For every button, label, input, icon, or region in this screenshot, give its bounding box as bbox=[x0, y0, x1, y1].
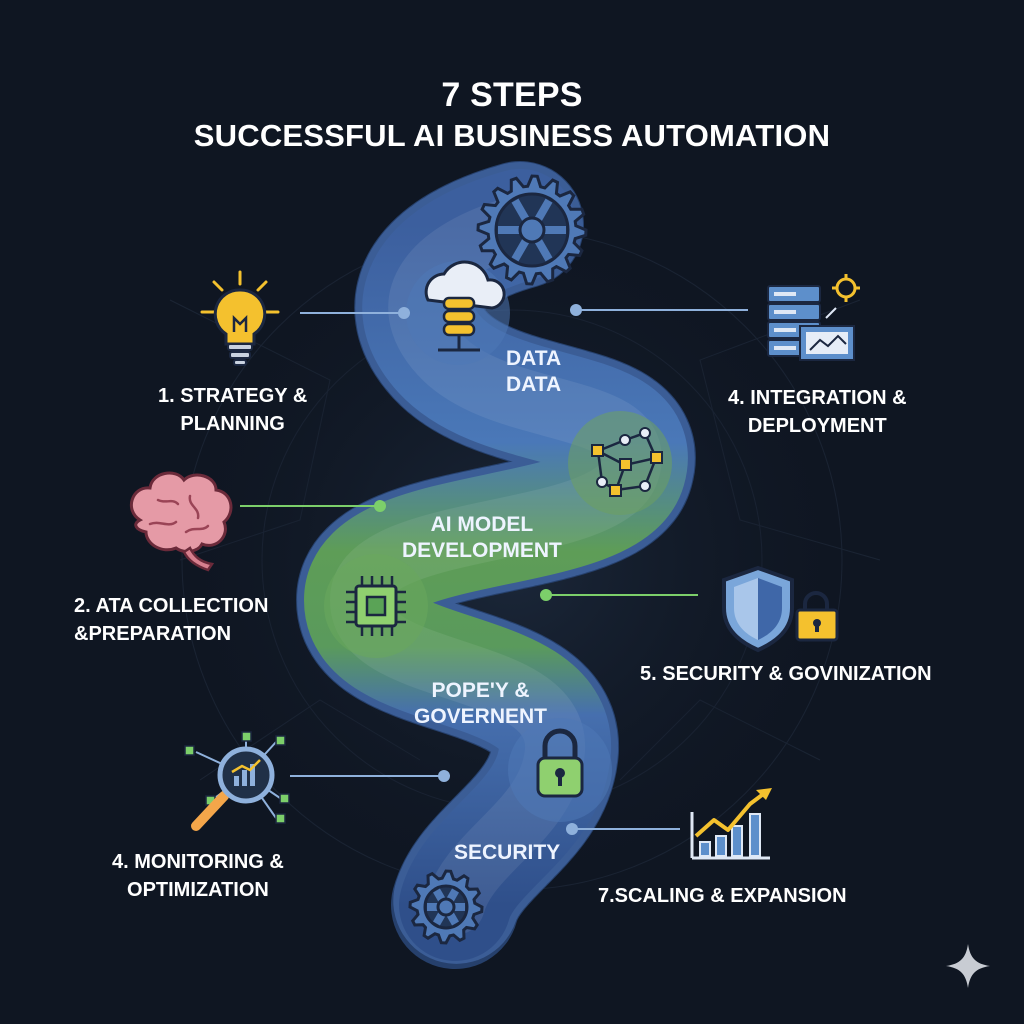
gear-icon-bottom bbox=[408, 869, 484, 945]
shield-lock-icon bbox=[722, 565, 839, 653]
gear-hub bbox=[436, 897, 456, 917]
lightbulb-icon bbox=[200, 270, 280, 366]
brain-icon bbox=[129, 471, 233, 572]
page-subtitle: SUCCESSFUL AI BUSINESS AUTOMATION bbox=[193, 118, 831, 153]
step-label-strategy: 1. STRATEGY & PLANNING bbox=[158, 385, 308, 435]
connector-integration bbox=[570, 304, 748, 316]
chip-icon bbox=[324, 554, 428, 658]
step-label-integration: 4. INTEGRATION & DEPLOYMENT bbox=[728, 387, 907, 437]
connector-scaling bbox=[566, 823, 680, 835]
connector-strategy bbox=[300, 307, 410, 319]
cloud-database-icon bbox=[406, 260, 510, 365]
gear-icon-top bbox=[476, 174, 588, 286]
server-rack-icon bbox=[767, 274, 860, 361]
padlock-icon bbox=[508, 718, 612, 822]
path-label-governance: POPE'Y & GOVERNENT bbox=[414, 679, 548, 728]
magnifier-chart-icon bbox=[184, 731, 290, 831]
path-label-data: DATA DATA bbox=[506, 347, 562, 396]
connectors bbox=[240, 304, 748, 835]
step-label-security: 5. SECURITY & GOVINIZATION bbox=[640, 663, 932, 685]
growth-chart-icon bbox=[690, 788, 772, 860]
step-label-collection: 2. ATA COLLECTION &PREPARATION bbox=[74, 595, 269, 645]
step-label-monitoring: 4. MONITORING & OPTIMIZATION bbox=[112, 851, 284, 901]
network-graph-icon bbox=[568, 411, 672, 515]
path-label-security: SECURITY bbox=[454, 841, 561, 864]
connector-security bbox=[540, 589, 698, 601]
path-label-model: AI MODEL DEVELOPMENT bbox=[402, 513, 562, 562]
page-title: 7 STEPS bbox=[441, 76, 583, 114]
sparkle-icon bbox=[946, 944, 990, 988]
step-label-scaling: 7.SCALING & EXPANSION bbox=[598, 885, 847, 907]
connector-collection bbox=[240, 500, 386, 512]
connector-monitoring bbox=[290, 770, 450, 782]
gear-hub bbox=[518, 216, 546, 244]
